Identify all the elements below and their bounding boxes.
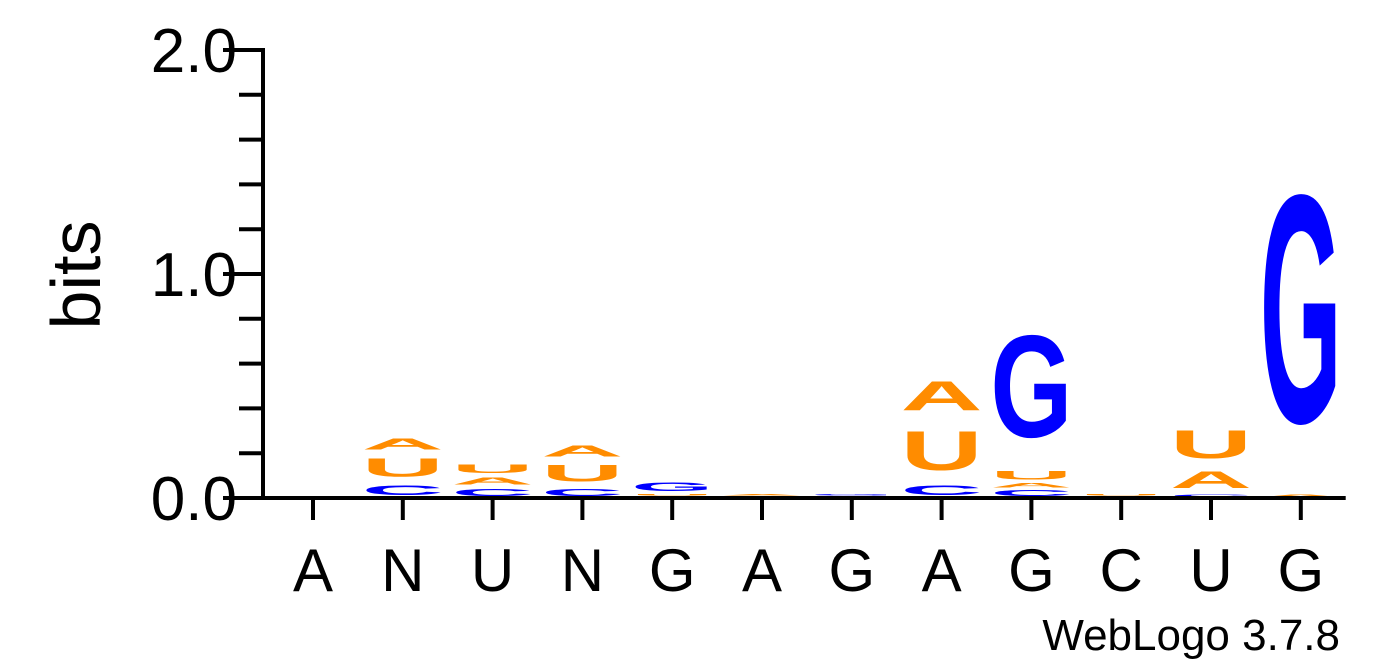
logo-letter-G: G (1260, 128, 1342, 491)
y-axis-label: bits (37, 221, 115, 330)
y-tick-label: 2.0 (151, 17, 237, 86)
logo-letter-U: U (541, 460, 623, 487)
y-tick-label: 1.0 (151, 241, 237, 310)
x-tick-label: G (649, 537, 696, 604)
logo-letter-G: G (990, 305, 1072, 468)
x-tick-label: G (1277, 537, 1324, 604)
logo-letter-C: C (541, 487, 623, 498)
logo-letter-C: C (452, 487, 534, 498)
logo-letter-U: U (452, 462, 534, 475)
logo-letter-A: A (362, 435, 444, 453)
logo-letter-A: A (901, 373, 983, 420)
logo-stacks: CUACAUCUAAUGUAAGCUACAUGGUCAUAG (362, 128, 1342, 498)
logo-letter-C: C (362, 482, 444, 498)
x-tick-label: A (742, 537, 782, 604)
logo-letter-A: A (1170, 467, 1252, 494)
logo-letter-U: U (1170, 422, 1252, 467)
logo-letter-U: U (990, 469, 1072, 482)
x-tick-label: A (922, 537, 962, 604)
x-tick-label: N (561, 537, 604, 604)
logo-letter-A: A (1260, 494, 1342, 498)
logo-letter-G: G (631, 480, 713, 493)
logo-letter-A: A (990, 482, 1072, 489)
x-tick-label: U (471, 537, 514, 604)
x-tick-label: A (293, 537, 333, 604)
y-tick-label: 0.0 (151, 465, 237, 534)
footer-credit: WebLogo 3.7.8 (1042, 611, 1340, 660)
x-tick-label: C (1100, 537, 1143, 604)
axis-labels: bits WebLogo 3.7.8 (37, 221, 1340, 660)
logo-letter-C: C (901, 482, 983, 498)
x-tick-label: N (381, 537, 424, 604)
logo-letter-A: A (452, 476, 534, 487)
logo-letter-C: C (990, 489, 1072, 498)
logo-letter-G: G (811, 494, 893, 496)
logo-letter-C: C (1170, 494, 1252, 498)
logo-letter-A: A (721, 494, 803, 496)
x-tick-label: U (1189, 537, 1232, 604)
logo-letter-U: U (631, 494, 713, 496)
logo-letter-U: U (901, 419, 983, 482)
logo-letter-U: U (1080, 494, 1162, 496)
logo-letter-U: U (362, 453, 444, 482)
logo-letter-A: A (541, 442, 623, 460)
x-tick-label: G (828, 537, 875, 604)
x-tick-label: G (1008, 537, 1055, 604)
